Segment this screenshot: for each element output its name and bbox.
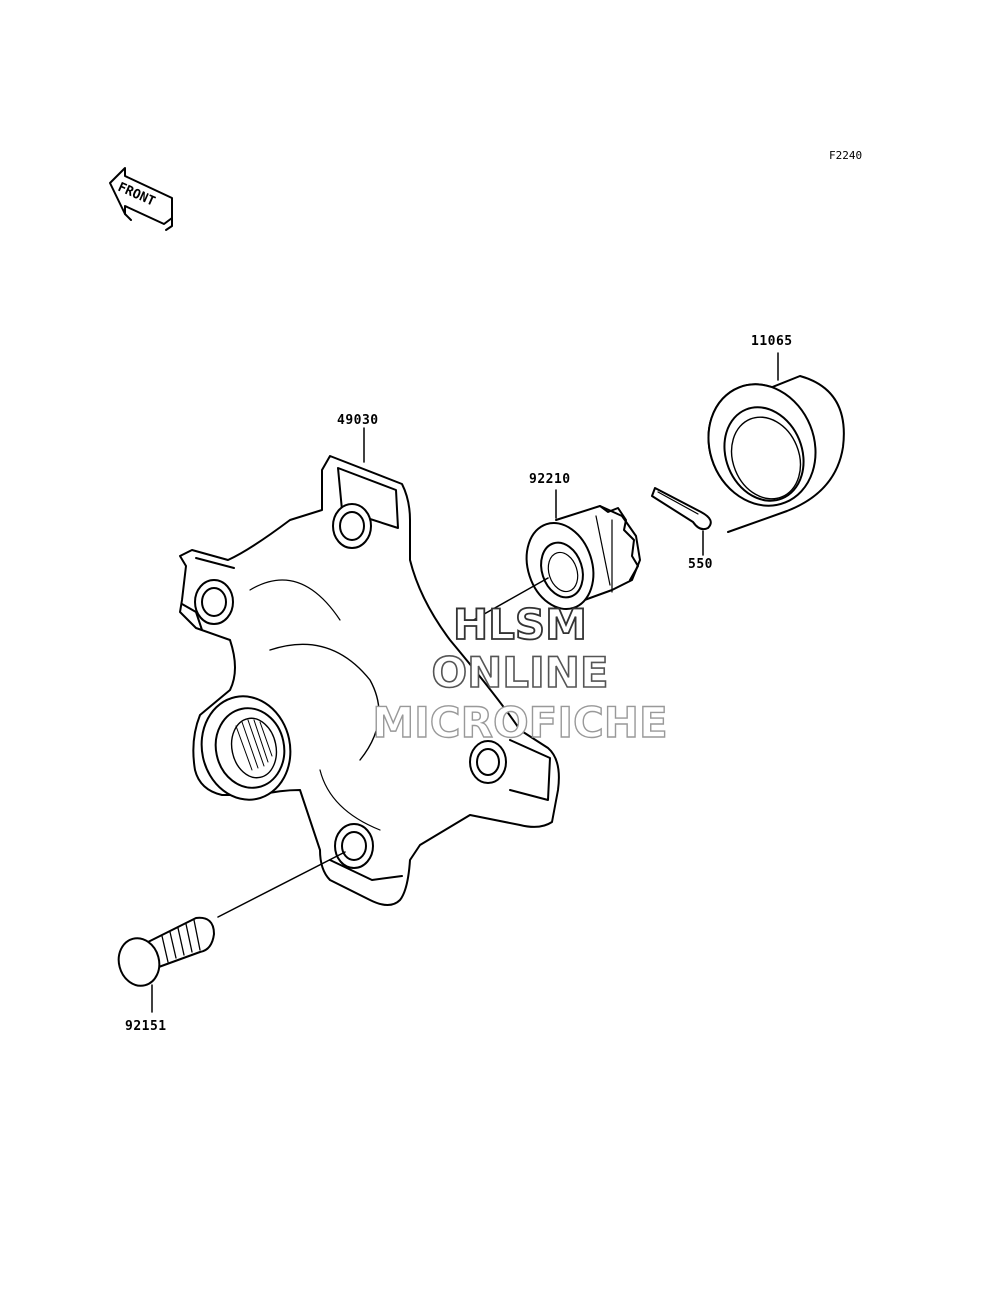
part-label-92210: 92210 bbox=[529, 472, 571, 487]
watermark-line-1: HLSM bbox=[452, 599, 588, 650]
cotter-pin-550 bbox=[651, 487, 712, 556]
part-label-550: 550 bbox=[688, 557, 713, 572]
castle-nut-92210 bbox=[525, 489, 641, 610]
hub-49030 bbox=[179, 427, 560, 906]
figure-code: F2240 bbox=[829, 149, 863, 162]
hub-bolt-92151 bbox=[117, 916, 215, 1013]
spline-teeth bbox=[235, 719, 273, 771]
part-label-49030: 49030 bbox=[337, 413, 379, 428]
bearing-11065 bbox=[707, 352, 845, 533]
assembly-lines bbox=[217, 577, 549, 918]
part-label-11065: 11065 bbox=[751, 334, 793, 349]
front-arrow-icon: FRONT bbox=[109, 167, 173, 231]
watermark-line-3: MICROFICHE bbox=[372, 697, 669, 747]
watermark-line-2: ONLINE bbox=[431, 647, 610, 698]
part-label-92151: 92151 bbox=[125, 1019, 167, 1034]
